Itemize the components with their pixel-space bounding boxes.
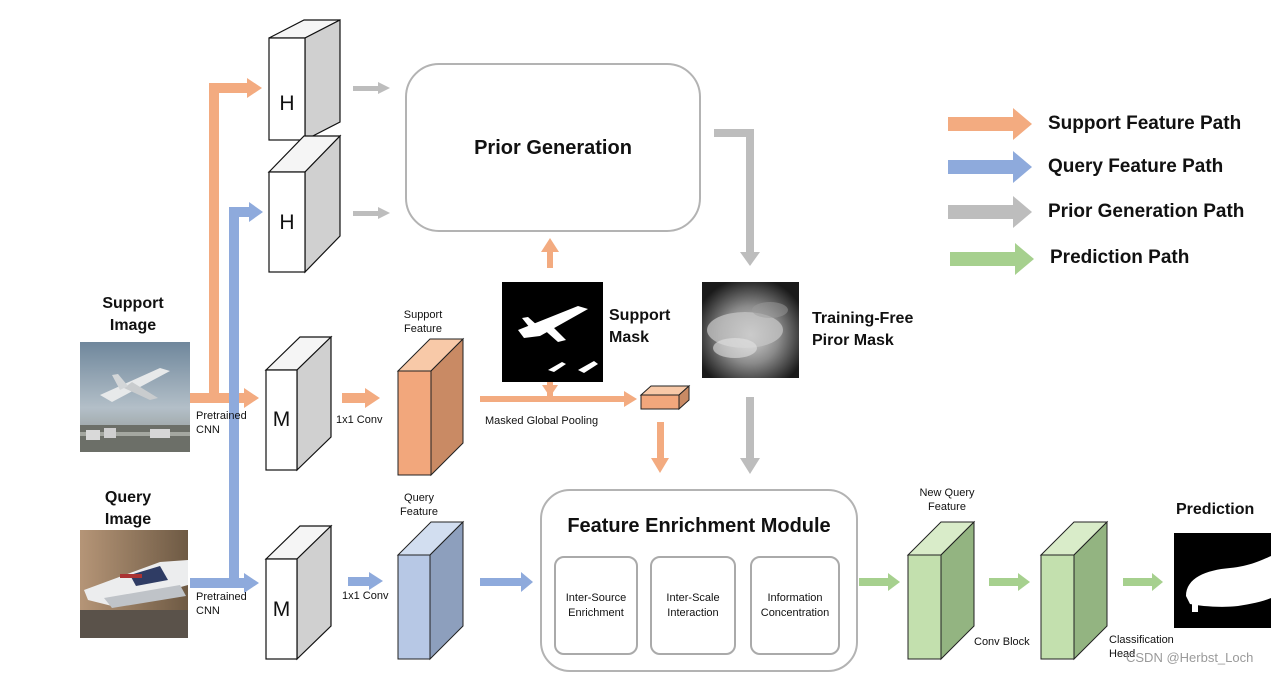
prior-generation-box: Prior Generation — [405, 63, 701, 232]
legend-prior-path: Prior Generation Path — [1048, 201, 1245, 222]
query-feature-paths — [190, 202, 533, 593]
information-concentration-label: Information Concentration — [760, 591, 830, 619]
support-feature-paths — [190, 78, 669, 473]
inter-scale-interaction-box: Inter-Scale Interaction — [650, 556, 736, 655]
m-label-bottom: M — [272, 598, 291, 621]
prediction-paths — [859, 573, 1163, 591]
h-block-bottom — [267, 134, 342, 274]
h-label-bottom: H — [279, 211, 295, 234]
prediction-label: Prediction — [1176, 501, 1255, 518]
feature-enrichment-module: Feature Enrichment Module Inter-Source E… — [540, 489, 858, 672]
support-mask-image — [502, 282, 603, 382]
support-feature-block — [396, 337, 465, 477]
h-label-top: H — [279, 92, 295, 115]
inter-source-enrichment-box: Inter-Source Enrichment — [554, 556, 638, 655]
query-image — [80, 530, 188, 638]
legend-query-path: Query Feature Path — [1048, 156, 1224, 177]
fem-title: Feature Enrichment Module — [567, 515, 831, 537]
query-feature-block — [396, 520, 465, 661]
pretrained-cnn-query: Pretrained CNN — [196, 591, 247, 617]
conv-label-bottom: 1x1 Conv — [342, 590, 389, 602]
conv-label-top: 1x1 Conv — [336, 414, 383, 426]
pooled-support-vector — [639, 384, 691, 411]
pretrained-cnn-support: Pretrained CNN — [196, 410, 247, 436]
inter-source-label: Inter-Source Enrichment — [565, 591, 627, 619]
masked-global-pooling-label: Masked Global Pooling — [485, 415, 599, 427]
information-concentration-box: Information Concentration — [750, 556, 840, 655]
conv-block-label: Conv Block — [974, 636, 1030, 648]
h-block-top — [268, 19, 341, 141]
prediction-image — [1174, 533, 1271, 628]
support-image — [80, 342, 190, 452]
prior-mask-image — [702, 282, 799, 378]
prior-generation-paths — [353, 82, 760, 474]
m-block-bottom — [264, 524, 333, 661]
prior-generation-title: Prior Generation — [474, 137, 632, 159]
prior-mask-label: Training-Free Piror Mask — [812, 310, 914, 349]
legend-prediction-path: Prediction Path — [1050, 247, 1190, 268]
new-query-feature-block — [906, 520, 976, 661]
inter-scale-label: Inter-Scale Interaction — [666, 591, 720, 619]
support-feature-label: Support Feature — [403, 309, 443, 335]
query-feature-label: Query Feature — [400, 492, 438, 518]
support-image-label: Support Image — [102, 295, 164, 334]
legend-support-path: Support Feature Path — [1048, 113, 1242, 134]
legend-arrows — [948, 108, 1034, 275]
support-mask-label: Support Mask — [609, 307, 671, 346]
query-image-label: Query Image — [104, 489, 152, 528]
new-query-feature-label: New Query Feature — [919, 487, 975, 513]
conv-block-feature — [1039, 520, 1109, 661]
watermark: CSDN @Herbst_Loch — [1126, 650, 1254, 665]
classification-head-label: Classification Head — [1109, 634, 1174, 660]
m-block-top — [264, 335, 333, 472]
m-label-top: M — [272, 408, 291, 431]
